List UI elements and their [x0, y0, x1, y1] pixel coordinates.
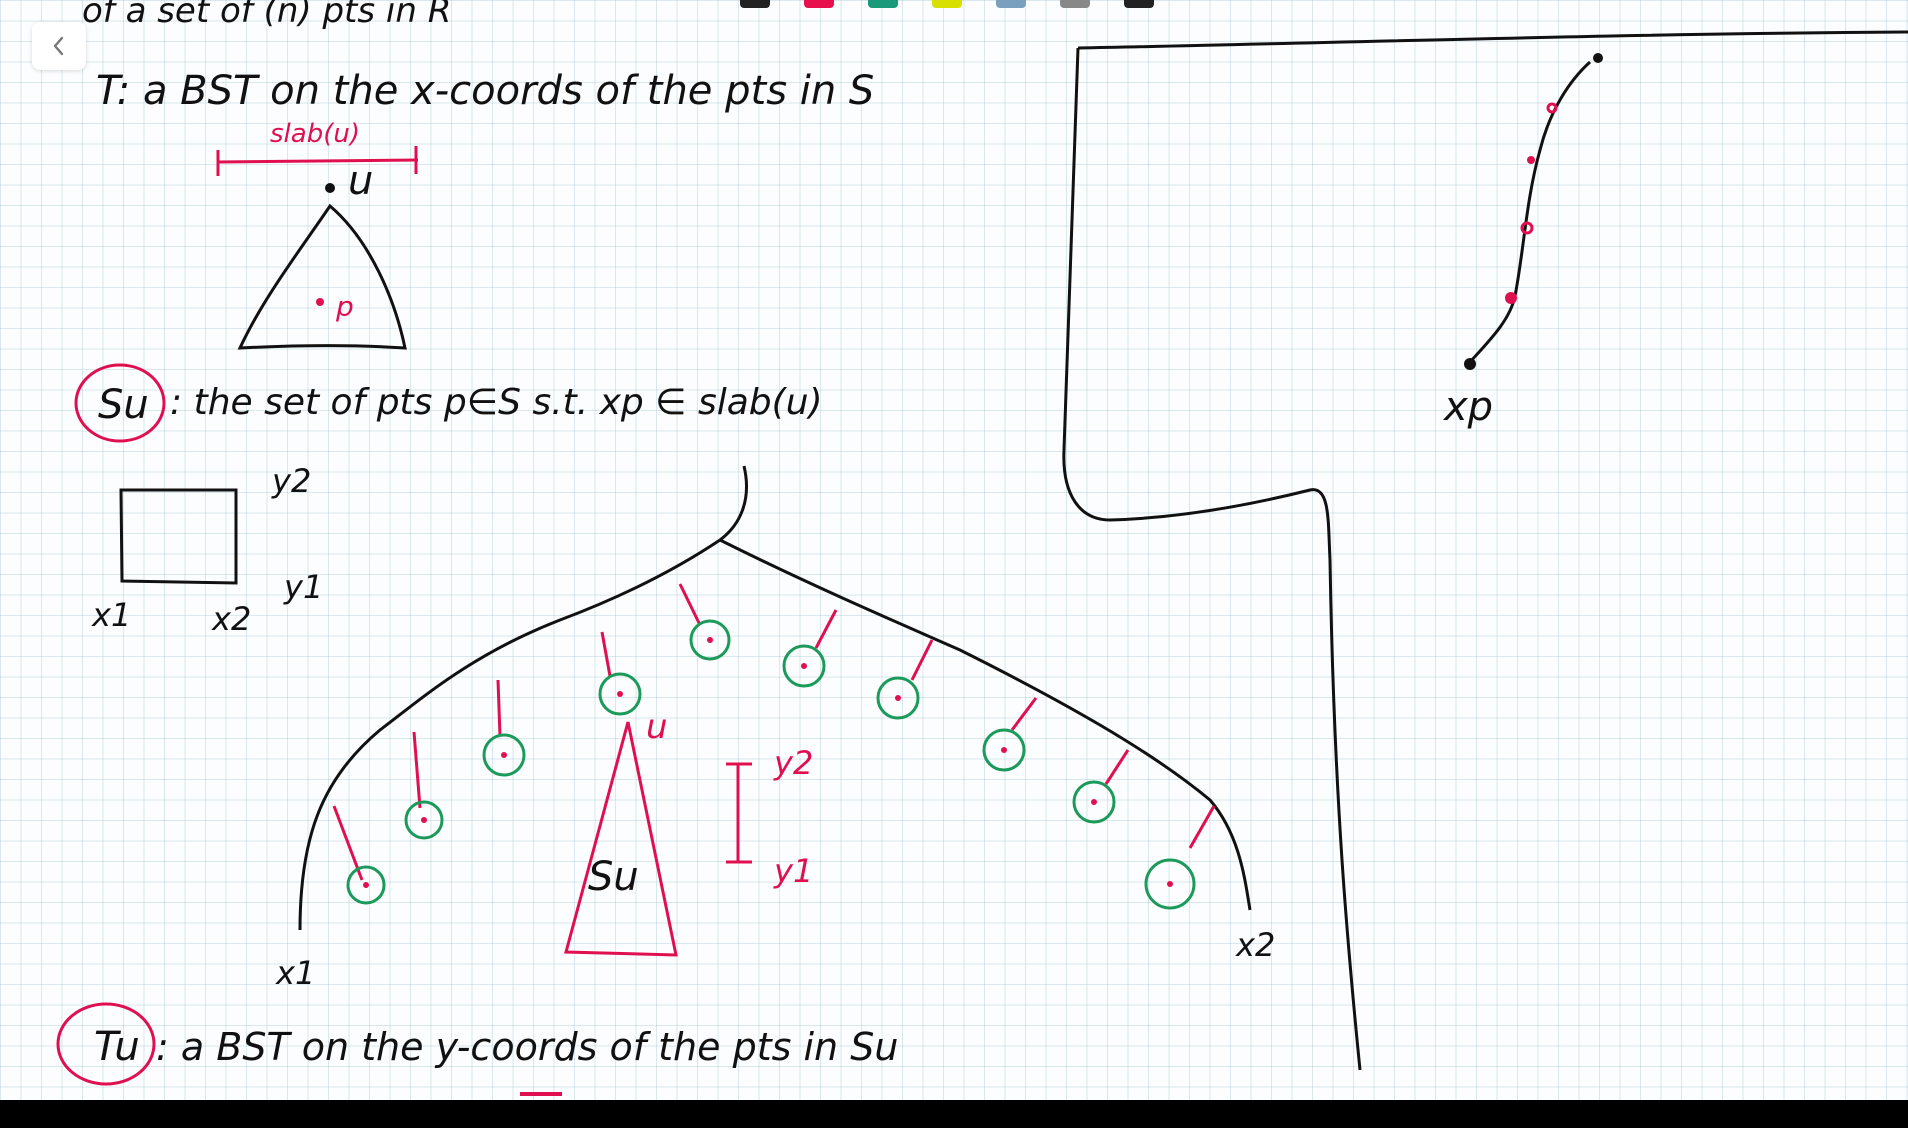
node-u-label: u — [348, 158, 373, 204]
leaf-node — [1072, 749, 1130, 824]
leaf-node — [1144, 805, 1216, 910]
tree-su-label: Su — [588, 854, 639, 900]
leaf-node — [782, 609, 838, 688]
tree-x2-label: x2 — [1235, 926, 1275, 964]
leaf-node — [876, 639, 934, 720]
rect-y2-label: y2 — [271, 462, 311, 500]
leaf-node — [482, 679, 526, 777]
chevron-left-icon — [50, 35, 68, 57]
pen-color-swatch[interactable] — [804, 0, 834, 8]
grid-canvas[interactable] — [0, 0, 1908, 1100]
su-circle — [74, 363, 166, 443]
panel-top-border — [1077, 30, 1908, 50]
handwriting-layer: of a set of (n) pts in R T: a BST on the… — [56, 0, 1908, 1096]
tu-circle — [56, 1002, 156, 1086]
tree-y2-label: y2 — [773, 744, 813, 782]
path-top-dot — [1593, 53, 1603, 63]
tree-y1-label: y1 — [773, 852, 813, 890]
path-red-point — [1520, 221, 1534, 235]
point-p-dot — [316, 298, 324, 306]
path-bottom-dot — [1464, 358, 1476, 370]
su-circled-label: Su — [98, 382, 149, 428]
su-definition-text: : the set of pts p∈S s.t. xp ∈ slab(u) — [170, 382, 823, 423]
node-u-dot — [325, 183, 335, 193]
back-button[interactable] — [32, 22, 86, 70]
xp-label: xp — [1442, 384, 1493, 430]
query-rectangle — [119, 488, 238, 585]
leaf-node — [678, 583, 731, 661]
leaf-node — [598, 631, 642, 716]
pen-color-swatch[interactable] — [932, 0, 962, 8]
pen-color-swatch[interactable] — [868, 0, 898, 8]
point-p-label: p — [335, 290, 354, 323]
tree-u-label: u — [646, 707, 668, 747]
pen-color-swatch[interactable] — [996, 0, 1026, 8]
leaf-node — [982, 697, 1038, 772]
rect-x2-label: x2 — [211, 600, 251, 638]
leaf-node — [404, 731, 444, 840]
tu-circled-label: Tu — [94, 1024, 140, 1070]
t-definition-text: T: a BST on the x-coords of the pts in S — [96, 68, 874, 114]
bottom-black-bar — [0, 1100, 1908, 1128]
leaf-node — [332, 805, 386, 905]
y-range-interval — [726, 762, 752, 864]
path-red-point — [1546, 102, 1558, 114]
tree-leaf-nodes — [332, 583, 1216, 910]
search-path-curve — [1468, 60, 1592, 364]
su-subtree-triangle — [564, 721, 678, 957]
header-fragment-text: of a set of (n) pts in R — [82, 0, 451, 31]
rect-y1-label: y1 — [283, 568, 323, 606]
tree-x1-label: x1 — [275, 954, 315, 992]
pen-color-swatch[interactable] — [1060, 0, 1090, 8]
panel-frame-line — [1062, 47, 1362, 1071]
pen-color-swatch[interactable] — [1124, 0, 1154, 8]
path-red-point — [1505, 292, 1517, 304]
slab-label: slab(u) — [270, 119, 360, 149]
subtree-triangle — [237, 203, 407, 350]
pen-color-swatch[interactable] — [740, 0, 770, 8]
rect-x1-label: x1 — [91, 596, 131, 634]
pen-color-toolbar — [740, 0, 1300, 10]
path-red-point — [1527, 156, 1535, 164]
slab-bracket — [216, 146, 419, 176]
search-tree-outline — [298, 465, 1252, 931]
tu-definition-text: : a BST on the y-coords of the pts in Su — [156, 1025, 898, 1069]
